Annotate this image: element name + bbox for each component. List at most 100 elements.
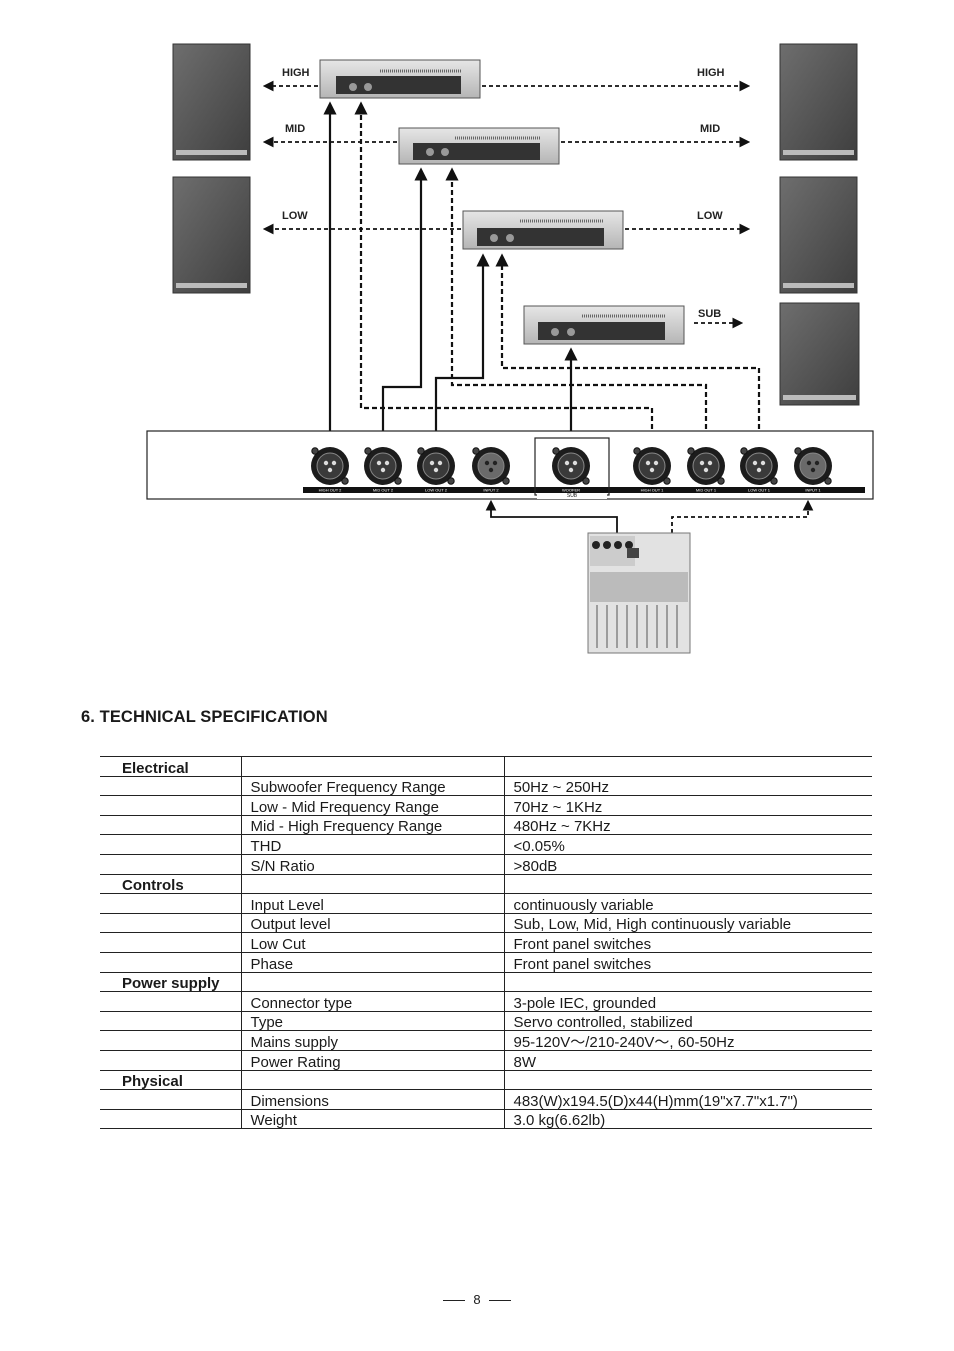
amplifier-sub [523,305,685,345]
spec-category [100,913,242,934]
spec-category [100,834,242,855]
connector-label: MID OUT 2 [373,488,394,493]
page-number: 8 [0,1292,954,1307]
amplifier-high [319,59,481,99]
connector-label: LOW OUT 2 [425,488,448,493]
spec-parameter: Weight [241,1109,505,1130]
spec-row: Controls [100,874,872,895]
spec-parameter: Output level [241,913,505,934]
xlr-connector: INPUT 2 [472,447,510,493]
xlr-connector: HIGH OUT 1 [633,447,671,493]
spec-parameter: Mains supply [241,1030,505,1051]
spec-category [100,854,242,875]
xlr-connector: MID OUT 1 [687,447,725,493]
spec-row: S/N Ratio>80dB [100,854,872,875]
connector-label: HIGH OUT 1 [641,488,665,493]
spec-value: Front panel switches [504,932,872,953]
spec-value: 483(W)x194.5(D)x44(H)mm(19"x7.7"x1.7") [504,1089,872,1110]
spec-value: 480Hz ~ 7KHz [504,815,872,836]
spec-parameter: S/N Ratio [241,854,505,875]
spec-parameter [241,972,505,993]
spec-value: Front panel switches [504,952,872,973]
xlr-connector: LOW OUT 2 [417,447,455,493]
spec-parameter: Connector type [241,991,505,1012]
spec-value [504,874,872,895]
speaker-right-high [779,43,858,161]
spec-value [504,1070,872,1091]
spec-category [100,1030,242,1051]
spec-parameter: Dimensions [241,1089,505,1110]
label-right-low: LOW [697,210,723,222]
spec-value: >80dB [504,854,872,875]
spec-value: 3.0 kg(6.62lb) [504,1109,872,1130]
spec-category [100,776,242,797]
connector-label: MID OUT 1 [696,488,717,493]
page-number-text: 8 [473,1292,481,1307]
spec-category [100,893,242,914]
spec-value: 70Hz ~ 1KHz [504,795,872,816]
spec-row: Power supply [100,972,872,993]
spec-parameter: Input Level [241,893,505,914]
system-connection-diagram: HIGH MID LOW HIGH MID LOW SUB HIGH OUT 2… [146,43,874,654]
connector-label: INPUT 1 [805,488,821,493]
spec-row: Physical [100,1070,872,1091]
label-left-low: LOW [282,210,308,222]
spec-category [100,932,242,953]
spec-parameter: Type [241,1011,505,1032]
connector-label: WOOFER [562,488,580,493]
section-title: 6. TECHNICAL SPECIFICATION [81,708,328,726]
spec-value: 3-pole IEC, grounded [504,991,872,1012]
spec-parameter [241,1070,505,1091]
spec-row: Electrical [100,756,872,777]
spec-value: Servo controlled, stabilized [504,1011,872,1032]
spec-category: Physical [100,1070,242,1091]
connector-label: HIGH OUT 2 [319,488,343,493]
spec-category: Controls [100,874,242,895]
spec-value: 95-120V～/210-240V～, 60-50Hz [504,1030,872,1051]
spec-parameter: Low - Mid Frequency Range [241,795,505,816]
spec-value: 8W [504,1050,872,1071]
sub-connector-label: SUB [567,493,578,499]
spec-category [100,1109,242,1130]
label-left-mid: MID [285,123,305,135]
spec-parameter [241,874,505,895]
label-right-high: HIGH [697,67,725,79]
spec-category [100,1050,242,1071]
speaker-left-high [172,43,251,161]
spec-value: 50Hz ~ 250Hz [504,776,872,797]
mixing-console [587,532,691,654]
xlr-connector: LOW OUT 1 [740,447,778,493]
spec-parameter: Phase [241,952,505,973]
amplifier-low [462,210,624,250]
speaker-right-low [779,176,858,294]
speaker-right-sub [779,302,860,406]
spec-value: Sub, Low, Mid, High continuously variabl… [504,913,872,934]
amplifier-mid [398,127,560,165]
spec-row: THD<0.05% [100,834,872,855]
connector-label: INPUT 2 [483,488,499,493]
spec-category [100,815,242,836]
spec-parameter: Mid - High Frequency Range [241,815,505,836]
spec-parameter: Power Rating [241,1050,505,1071]
spec-value [504,972,872,993]
xlr-connector: HIGH OUT 2 [311,447,349,493]
spec-parameter: THD [241,834,505,855]
xlr-connectors: HIGH OUT 2 MID OUT 2 LOW OUT 2 INPUT 2 WOOFE… [311,447,832,493]
spec-value: continuously variable [504,893,872,914]
xlr-connector: INPUT 1 [794,447,832,493]
connector-label: LOW OUT 1 [748,488,771,493]
xlr-connector: WOOFER [552,447,590,493]
label-left-high: HIGH [282,67,310,79]
